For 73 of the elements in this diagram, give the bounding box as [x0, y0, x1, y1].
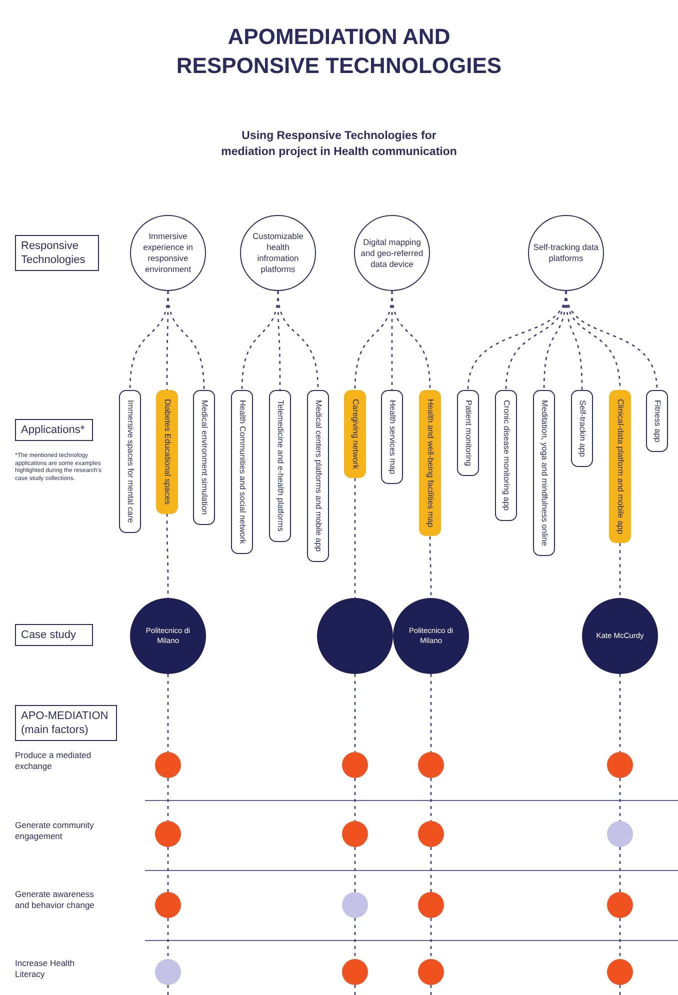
application-pill: Cronic disease monitoring app — [495, 390, 517, 521]
dashed-connector — [167, 290, 205, 390]
subtitle: Using Responsive Technologies for mediation project in Health communication — [220, 129, 458, 160]
dashed-connector — [167, 778, 169, 821]
application-pill: Fitness app — [646, 390, 668, 452]
dashed-connector — [430, 674, 432, 752]
strong-factor-dot — [418, 821, 444, 847]
application-pill: Meditation, yoga and mindfulness online — [533, 390, 555, 556]
dashed-connector — [167, 674, 169, 752]
weak-factor-dot — [607, 821, 633, 847]
strong-factor-dot — [607, 752, 633, 778]
dashed-connector — [354, 478, 356, 598]
dashed-connector — [167, 985, 169, 995]
weak-factor-dot — [342, 892, 368, 918]
factor-label: Generate awareness and behavior change — [15, 889, 96, 911]
dashed-connector — [619, 674, 621, 752]
row-heading-box: Case study — [15, 624, 93, 646]
technology-circle: Self-tracking data platforms — [528, 215, 604, 291]
dashed-connector — [354, 674, 356, 752]
technology-circle: Immersive experience in responsive environment — [130, 215, 206, 291]
dashed-connector — [391, 290, 431, 390]
dashed-connector — [619, 985, 621, 995]
dashed-connector — [430, 847, 432, 892]
dashed-connector — [619, 543, 621, 598]
dashed-connector — [467, 290, 567, 390]
strong-factor-dot — [607, 892, 633, 918]
dashed-connector — [430, 985, 432, 995]
factor-label: Generate community engagement — [15, 820, 95, 842]
row-heading-box: Responsive Technologies — [15, 235, 99, 271]
dashed-connector — [354, 918, 356, 959]
highlighted-application-pill: Health and well-being facilities map — [419, 390, 441, 536]
dashed-connector — [619, 918, 621, 959]
highlighted-application-pill: Diabetes Educational spaces — [156, 390, 178, 514]
highlighted-application-pill: Caregiving network — [344, 390, 366, 478]
dashed-connector — [166, 514, 169, 598]
dashed-connector — [619, 847, 621, 892]
strong-factor-dot — [155, 892, 181, 918]
strong-factor-dot — [607, 959, 633, 985]
technology-circle: Digital mapping and geo-referred data device — [354, 215, 430, 291]
application-pill: Medical environment simulation — [193, 390, 215, 525]
dashed-connector — [619, 778, 621, 821]
dashed-connector — [565, 290, 658, 390]
application-pill: Telemedicine and e-health platforms — [269, 390, 291, 542]
row-heading-box: APO-MEDIATION (main factors) — [15, 705, 117, 741]
strong-factor-dot — [155, 752, 181, 778]
dashed-connector — [354, 778, 356, 821]
title: APOMEDIATION AND RESPONSIVE TECHNOLOGIES — [175, 23, 503, 80]
application-pill: Health services map — [381, 390, 403, 484]
highlighted-application-pill: Clinical-data platform and mobile app — [609, 390, 631, 544]
dashed-connector — [167, 847, 169, 892]
technology-circle: Customizable health infromation platforms — [240, 215, 316, 291]
application-pill: Self-trackin app — [571, 390, 593, 467]
strong-factor-dot — [342, 752, 368, 778]
application-pill: Medical centers platforms and mobile app — [307, 390, 329, 562]
dashed-connector — [354, 985, 356, 995]
dashed-connector — [354, 847, 356, 892]
row-heading-box: Applications* — [15, 419, 93, 441]
strong-factor-dot — [342, 959, 368, 985]
application-pill: Immersive spaces for mental care — [119, 390, 141, 533]
dashed-connector — [429, 536, 432, 598]
dashed-connector — [430, 918, 432, 959]
application-pill: Patient monitoring — [457, 390, 479, 476]
factor-label: Produce a mediated exchange — [15, 750, 92, 772]
strong-factor-dot — [418, 752, 444, 778]
weak-factor-dot — [155, 959, 181, 985]
dashed-connector — [167, 918, 169, 959]
strong-factor-dot — [342, 821, 368, 847]
strong-factor-dot — [418, 959, 444, 985]
dashed-connector — [430, 778, 432, 821]
strong-factor-dot — [418, 892, 444, 918]
application-pill: Health Communities and social network — [231, 390, 253, 554]
strong-factor-dot — [155, 821, 181, 847]
factor-label: Increase Health Literacy — [15, 958, 76, 980]
